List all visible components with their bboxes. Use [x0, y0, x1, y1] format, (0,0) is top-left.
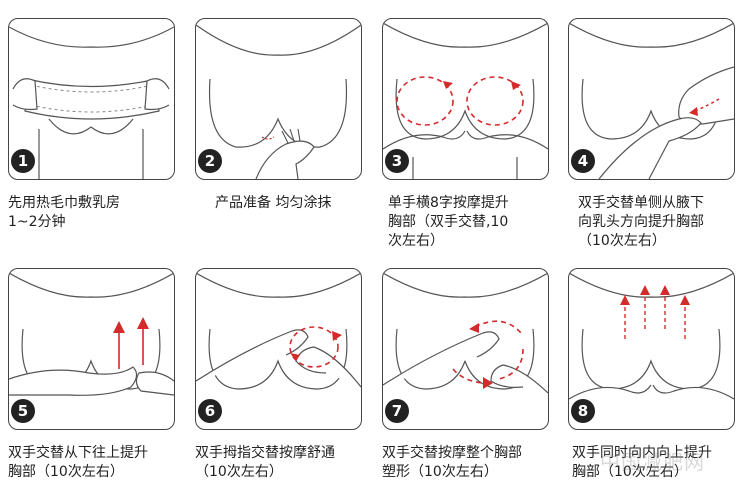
thumb-massage-illustration	[196, 272, 361, 390]
step-8-illustration: 8	[568, 268, 735, 430]
step-2-caption: 产品准备 均匀涂抹	[215, 195, 332, 211]
step-5-illustration: 5	[8, 268, 175, 430]
step-number-badge: 5	[11, 399, 35, 423]
step-4-caption: 双手交替单侧从腋下 向乳头方向提升胸部 （10次左右）	[578, 195, 704, 249]
apply-product-illustration	[196, 24, 361, 179]
step-8-caption: 双手同时向内向上提升 胸部（10次左右）	[572, 445, 712, 480]
step-number-badge: 6	[198, 399, 222, 423]
step-2-illustration: 2	[195, 18, 362, 180]
step-number-badge: 1	[11, 149, 35, 173]
chest-towel-illustration	[9, 26, 174, 179]
step-number-badge: 7	[385, 399, 409, 423]
inward-upward-lift-illustration	[569, 272, 734, 400]
step-4-illustration: 4	[568, 18, 735, 180]
step-1-caption: 先用热毛巾敷乳房 1~2分钟	[8, 195, 120, 230]
step-7-illustration: 7	[382, 268, 549, 430]
step-1-illustration: 1	[8, 18, 175, 180]
shaping-massage-illustration	[383, 272, 548, 394]
underarm-lift-illustration	[569, 22, 734, 179]
figure-eight-massage-illustration	[383, 22, 548, 179]
step-6-illustration: 6	[195, 268, 362, 430]
step-6-caption: 双手拇指交替按摩舒通 （10次左右）	[195, 445, 335, 480]
step-5-caption: 双手交替从下往上提升 胸部（10次左右）	[8, 445, 148, 480]
step-number-badge: 2	[198, 149, 222, 173]
step-3-caption: 单手横8字按摩提升 胸部（双手交替,10 次左右）	[388, 195, 509, 249]
step-7-caption: 双手交替按摩整个胸部 塑形（10次左右）	[382, 445, 522, 480]
bottom-up-lift-illustration	[9, 272, 174, 396]
step-3-illustration: 3	[382, 18, 549, 180]
step-number-badge: 3	[385, 149, 409, 173]
step-number-badge: 4	[571, 149, 595, 173]
step-number-badge: 8	[571, 399, 595, 423]
